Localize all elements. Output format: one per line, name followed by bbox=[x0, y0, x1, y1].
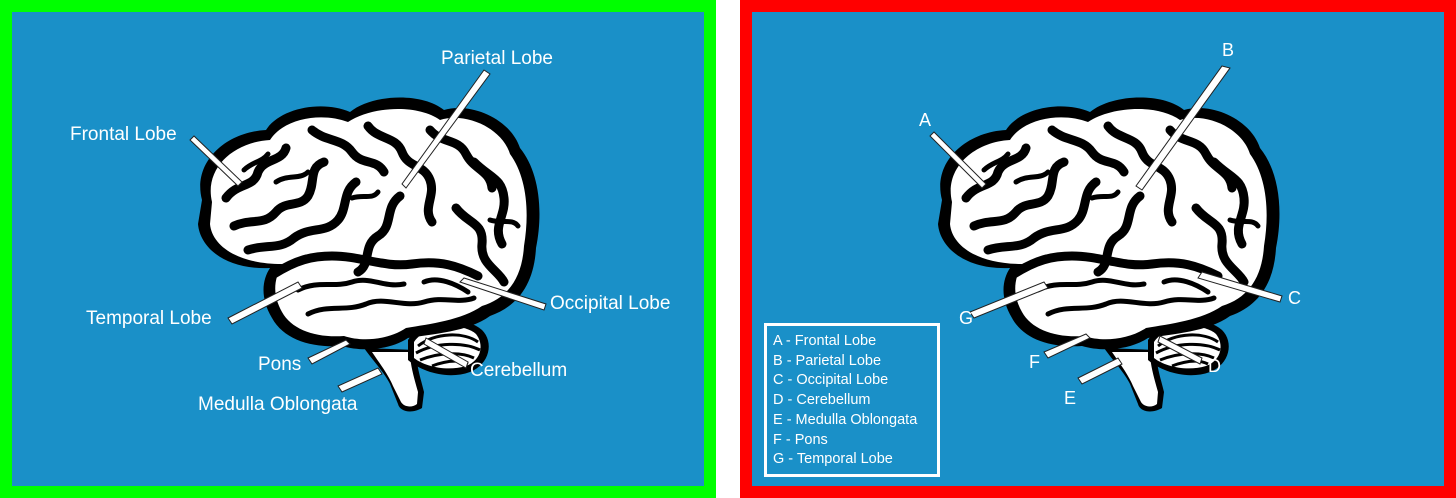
pointer-temporal bbox=[227, 281, 303, 325]
pointer-e bbox=[1077, 357, 1123, 385]
pointer-occipital bbox=[459, 277, 547, 311]
letter-e: E bbox=[1064, 388, 1076, 408]
brain-diagram-labeled: Parietal Lobe Frontal Lobe Occipital Lob… bbox=[70, 48, 670, 486]
pointer-pons bbox=[307, 339, 351, 365]
brain-diagram-lettered: B A C G F D E bbox=[919, 40, 1301, 486]
label-frontal-lobe: Frontal Lobe bbox=[70, 124, 177, 145]
key-item: D - Cerebellum bbox=[773, 392, 871, 409]
letter-b: B bbox=[1222, 40, 1234, 60]
key-item: G - Temporal Lobe bbox=[773, 451, 893, 468]
label-occipital-lobe: Occipital Lobe bbox=[550, 293, 670, 314]
pointer-frontal bbox=[189, 135, 243, 187]
letter-f: F bbox=[1029, 352, 1040, 372]
pointer-d bbox=[1157, 335, 1203, 365]
letter-c: C bbox=[1288, 288, 1301, 308]
label-medulla-oblongata: Medulla Oblongata bbox=[198, 394, 358, 415]
label-temporal-lobe: Temporal Lobe bbox=[86, 308, 212, 329]
pointer-g bbox=[969, 281, 1049, 319]
key-item: F - Pons bbox=[773, 431, 828, 448]
key-item: E - Medulla Oblongata bbox=[773, 411, 918, 428]
quiz-panel: B A C G F D E A - Frontal Lobe B - Parie… bbox=[740, 0, 1456, 498]
key-item: B - Parietal Lobe bbox=[773, 352, 882, 369]
letter-a: A bbox=[919, 110, 931, 130]
answer-key: A - Frontal Lobe B - Parietal Lobe C - O… bbox=[764, 323, 940, 477]
pointer-c bbox=[1197, 271, 1283, 303]
key-item: C - Occipital Lobe bbox=[773, 372, 889, 389]
pointer-parietal bbox=[401, 69, 491, 189]
key-item: A - Frontal Lobe bbox=[773, 333, 877, 349]
pointer-cerebellum bbox=[423, 337, 469, 369]
letter-d: D bbox=[1208, 356, 1221, 376]
pointer-medulla bbox=[337, 367, 383, 393]
pointer-b bbox=[1135, 65, 1231, 191]
pointer-f bbox=[1043, 333, 1091, 359]
pointer-a bbox=[929, 131, 987, 189]
labeled-panel: Parietal Lobe Frontal Lobe Occipital Lob… bbox=[0, 0, 716, 498]
label-cerebellum: Cerebellum bbox=[470, 360, 567, 381]
label-pons: Pons bbox=[258, 354, 301, 375]
letter-g: G bbox=[959, 308, 973, 328]
label-parietal-lobe: Parietal Lobe bbox=[441, 48, 553, 69]
